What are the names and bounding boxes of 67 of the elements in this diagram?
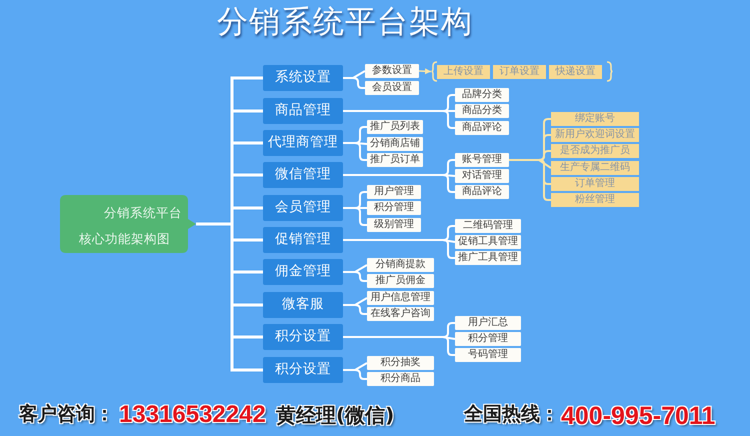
feature-box: 推广员列表 [367, 120, 423, 134]
category-box: 积分设置 [263, 357, 343, 383]
brace-connector [343, 110, 455, 129]
brace-connector [343, 336, 455, 356]
feature-box: 积分管理 [367, 201, 421, 215]
callout-subheading: 核心功能架构图 [79, 231, 170, 246]
contact-label: 客户咨询： [19, 403, 114, 426]
brace-connector [343, 271, 367, 282]
feature-box: 分销商店铺 [367, 137, 423, 151]
category-box: 商品管理 [263, 98, 343, 124]
feature-box: 级别管理 [367, 218, 421, 232]
brace-connector [343, 77, 365, 89]
feature-box: 二维码管理 [455, 219, 521, 233]
root-callout [60, 195, 196, 253]
feature-box: 推广工具管理 [455, 251, 521, 265]
phone-number: 13316532242 [119, 401, 266, 430]
feature-box: 积分抽奖 [367, 356, 434, 370]
option-box: 是否成为推广员 [551, 144, 639, 158]
diagram-title: 分销系统平台架构 [217, 4, 473, 42]
feature-box: 参数设置 [365, 64, 419, 78]
option-box: 上传设置 [437, 64, 490, 78]
brace-connector [343, 239, 455, 259]
option-box: 订单设置 [493, 64, 546, 78]
brace-connector [343, 207, 367, 226]
feature-box: 账号管理 [455, 153, 509, 167]
category-box: 佣金管理 [263, 259, 343, 285]
category-box: 会员管理 [263, 195, 343, 221]
option-box: 订单管理 [551, 177, 639, 191]
callout-heading: 分销系统平台 [104, 205, 182, 220]
feature-box: 品牌分类 [455, 88, 509, 102]
option-box: 生产专属二维码 [551, 161, 639, 175]
feature-box: 积分管理 [455, 332, 521, 346]
feature-box: 号码管理 [455, 348, 521, 362]
category-box: 微信管理 [263, 162, 343, 188]
option-box: 新用户欢迎词设置 [551, 128, 639, 142]
feature-box: 用户信息管理 [367, 291, 434, 305]
feature-box: 促销工具管理 [455, 235, 521, 249]
category-box: 促销管理 [263, 227, 343, 253]
feature-box: 在线客户咨询 [367, 307, 434, 321]
feature-box: 推广员订单 [367, 153, 423, 167]
feature-box: 商品评论 [455, 185, 509, 199]
option-box: 快递设置 [549, 64, 602, 78]
feature-box: 会员设置 [365, 81, 419, 95]
option-box: 粉丝管理 [551, 193, 639, 207]
brace-connector [343, 304, 367, 315]
brace-connector [343, 142, 367, 161]
option-box: 绑定账号 [551, 112, 639, 126]
arrow [418, 68, 432, 74]
category-box: 代理商管理 [263, 130, 343, 156]
feature-box: 商品分类 [455, 104, 509, 118]
category-box: 微客服 [263, 292, 343, 318]
feature-box: 用户管理 [367, 185, 421, 199]
feature-box: 商品评论 [455, 121, 509, 135]
brace-connector [343, 369, 367, 380]
category-box: 积分设置 [263, 324, 343, 350]
hotline-number: 400-995-7011 [561, 401, 716, 431]
brace-group [431, 61, 613, 82]
hotline-label: 全国热线： [464, 403, 559, 426]
feature-box: 分销商提款 [367, 258, 434, 272]
brace-connector [343, 174, 455, 193]
feature-box: 对话管理 [455, 169, 509, 183]
category-box: 系统设置 [263, 65, 343, 91]
brace-connector [509, 159, 551, 201]
feature-box: 推广员佣金 [367, 274, 434, 288]
contact-person: 黄经理(微信) [276, 403, 394, 427]
feature-box: 积分商品 [367, 372, 434, 386]
feature-box: 用户汇总 [455, 316, 521, 330]
